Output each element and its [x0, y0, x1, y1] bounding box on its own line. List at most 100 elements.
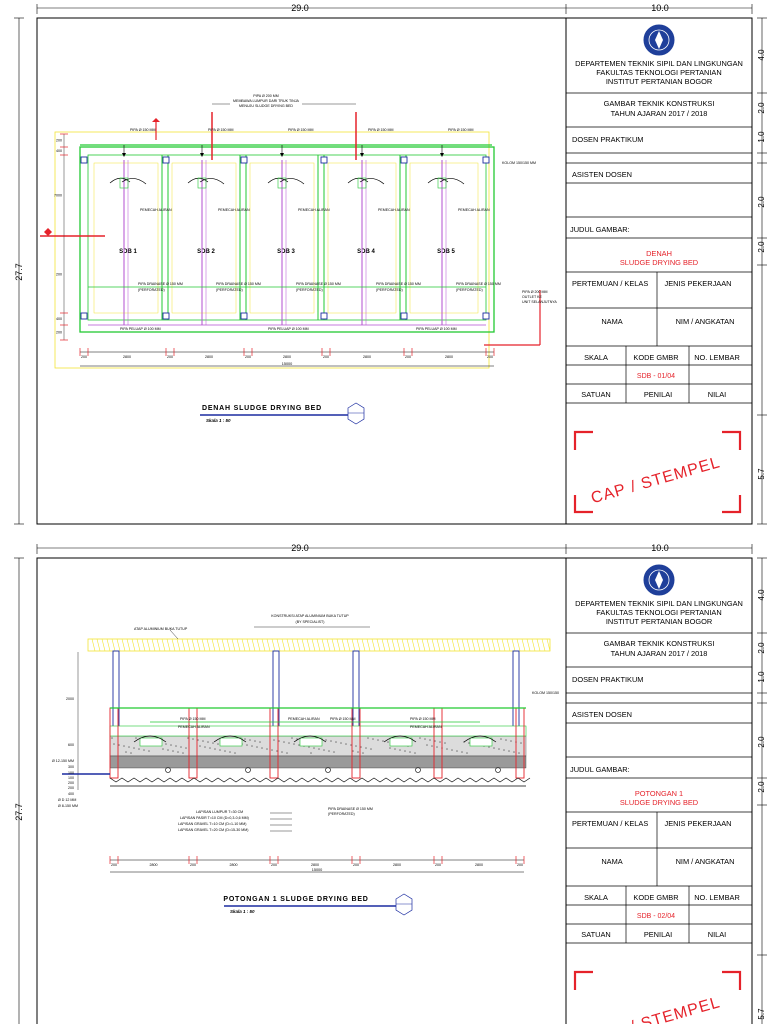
- gravel-dot: [298, 744, 300, 746]
- kolom-label: KOLOM 150/150 MM: [502, 161, 536, 165]
- pipe-top-label: PIPA Ø 150 MM: [208, 128, 234, 132]
- roof-hatch: [456, 638, 461, 652]
- gravel-dot: [335, 741, 337, 743]
- left-dim-label: 300: [68, 765, 74, 769]
- roof-hatch: [371, 638, 376, 652]
- splitter: [197, 177, 207, 189]
- pertemuan-label: PERTEMUAN / KELAS: [572, 819, 648, 828]
- dept-line-3: INSTITUT PERTANIAN BOGOR: [606, 77, 712, 86]
- nilai-label: NILAI: [708, 390, 726, 399]
- gravel-dot: [387, 741, 389, 743]
- roof-hatch: [331, 638, 336, 652]
- roof-hatch: [286, 638, 291, 652]
- down-arrow-icon: [122, 153, 126, 157]
- satuan-label: SATUAN: [581, 930, 610, 939]
- gravel-dot: [133, 747, 135, 749]
- gravel-dot: [143, 749, 145, 751]
- gravel-dot: [520, 742, 522, 744]
- dim-left-value: 200: [56, 139, 62, 143]
- dim-value: 200: [323, 355, 329, 359]
- splitter: [299, 737, 323, 747]
- drawing-scale: Skala 1 : 50: [206, 418, 231, 423]
- gravel-dot: [199, 745, 201, 747]
- gravel-dot: [468, 742, 470, 744]
- gravel-dot: [518, 752, 520, 754]
- penilai-label: PENILAI: [644, 930, 672, 939]
- gravel-dot: [246, 744, 248, 746]
- dim-value: 200: [271, 863, 277, 867]
- plan-outline-green: [79, 146, 495, 333]
- peluap-label: PIPA PELUAP Ø 100 MM: [120, 327, 161, 331]
- roof-hatch: [196, 638, 201, 652]
- bed-inner: [409, 162, 479, 314]
- splitter: [219, 737, 243, 747]
- roof-hatch: [361, 638, 366, 652]
- skala-label: SKALA: [584, 353, 608, 362]
- stamp-text: CAP / STEMPEL: [589, 994, 722, 1024]
- lapisan-label-2: LAPISAN PASIR T=10 CM (D=0,3-0,6 MM): [180, 816, 249, 820]
- gravel-dot: [212, 742, 214, 744]
- dim-right-width-label: 10.0: [651, 3, 669, 13]
- gravel-dot: [350, 744, 352, 746]
- column-marker: [482, 156, 490, 164]
- flow-arrow-icon: [213, 735, 247, 743]
- left-dim-label: 200: [68, 786, 74, 790]
- roof-aluminium: [87, 638, 551, 652]
- roof-hatch: [521, 638, 526, 652]
- gravel-dot: [340, 742, 342, 744]
- pemecah-label: PEMECAH ALIRAN: [410, 725, 442, 729]
- flow-arrow-icon: [293, 735, 327, 743]
- roof-hatch: [451, 638, 456, 652]
- gravel-dot: [313, 747, 315, 749]
- roof-hatch: [466, 638, 471, 652]
- gravel-dot: [162, 748, 164, 750]
- dim-value: 200: [111, 863, 117, 867]
- dim-value: 2800: [363, 355, 371, 359]
- dept-line-1: DEPARTEMEN TEKNIK SIPIL DAN LINGKUNGAN: [575, 599, 743, 608]
- roof-hatch: [471, 638, 476, 652]
- roof-hatch: [181, 638, 186, 652]
- roof-hatch: [536, 638, 541, 652]
- left-dim-label: 100: [68, 771, 74, 775]
- roof-hatch: [96, 638, 101, 652]
- down-arrow-icon: [200, 153, 204, 157]
- skala-label: SKALA: [584, 893, 608, 902]
- pemecah-label: PEMECAH ALIRAN: [378, 208, 410, 212]
- roof-hatch: [366, 638, 371, 652]
- roof-hatch: [351, 638, 356, 652]
- judul-title-1: POTONGAN 1: [635, 789, 683, 798]
- penilai-label: PENILAI: [644, 390, 672, 399]
- drainase-label: PIPA DRAINASE Ø 150 MM: [328, 807, 373, 811]
- lembar-label: NO. LEMBAR: [694, 893, 740, 902]
- gravel-dot: [493, 747, 495, 749]
- gravel-dot: [249, 739, 251, 741]
- roof-hatch: [346, 638, 351, 652]
- gravel-dot: [128, 746, 130, 748]
- dim-width-label: 29.0: [291, 543, 309, 553]
- gravel-dot: [429, 739, 431, 741]
- gravel-dot: [365, 747, 367, 749]
- konstruksi-label-2: (BY SPECIALIST): [296, 620, 325, 624]
- leader: [169, 629, 179, 640]
- kode-label: KODE GMBR: [633, 893, 678, 902]
- left-dim-label: 200: [68, 781, 74, 785]
- left-dim-label: 400: [68, 792, 74, 796]
- roof-hatch: [126, 638, 131, 652]
- gravel-dot: [266, 748, 268, 750]
- gravel-dot: [202, 740, 204, 742]
- asisten-label: ASISTEN DOSEN: [572, 710, 632, 719]
- gravel-dot: [135, 737, 137, 739]
- dosen-label: DOSEN PRAKTIKUM: [572, 675, 643, 684]
- ipb-logo-leaf: [655, 31, 663, 49]
- gravel-dot: [325, 739, 327, 741]
- gravel-dot: [394, 748, 396, 750]
- splitter: [389, 737, 413, 747]
- nilai-label: NILAI: [708, 930, 726, 939]
- gravel-dot: [330, 740, 332, 742]
- roof-hatch: [321, 638, 326, 652]
- roof-hatch: [281, 638, 286, 652]
- column-marker: [482, 312, 490, 320]
- stamp-corner: [722, 495, 742, 514]
- pipe-top-label: PIPA Ø 150 MM: [368, 128, 394, 132]
- dim-value: 200: [167, 355, 173, 359]
